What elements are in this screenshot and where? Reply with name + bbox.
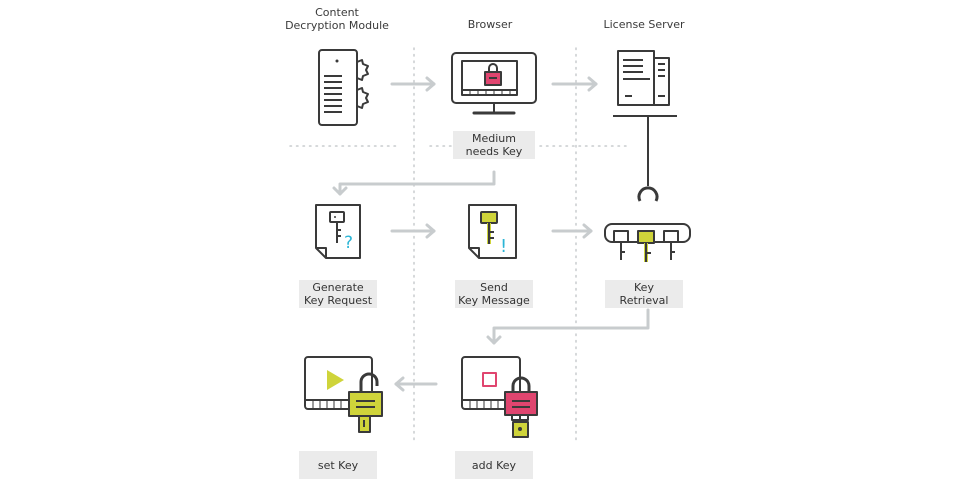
- column-title-cdm: Content Decryption Module: [272, 6, 402, 32]
- arrow-medium-to-generate: [332, 170, 496, 196]
- column-title-browser-line1: Browser: [467, 18, 513, 31]
- tag-medium-needs-key-line1: Medium: [472, 132, 516, 145]
- cdm-server-gears-icon: [318, 49, 369, 126]
- tag-send-key-message: Send Key Message: [455, 280, 533, 308]
- monitor-lock-icon: [451, 52, 537, 115]
- key-message-document-icon: !: [468, 204, 517, 259]
- tag-key-retrieval-line2: Retrieval: [619, 294, 669, 307]
- svg-text:!: !: [500, 236, 507, 257]
- tag-add-key: add Key: [455, 451, 533, 479]
- tag-set-key: set Key: [299, 451, 377, 479]
- column-title-browser: Browser: [440, 18, 540, 31]
- license-server-tower-icon: [613, 50, 677, 202]
- tag-key-retrieval: Key Retrieval: [605, 280, 683, 308]
- arrow-cdm-to-browser: [390, 76, 436, 92]
- arrows: [332, 76, 650, 392]
- arrow-browser-to-license-server: [551, 76, 598, 92]
- tag-generate-key-request-line1: Generate: [312, 281, 364, 294]
- key-request-document-icon: ?: [315, 204, 361, 259]
- tag-set-key-line1: set Key: [317, 458, 359, 472]
- svg-text:?: ?: [344, 233, 353, 253]
- tag-medium-needs-key: Medium needs Key: [453, 131, 535, 159]
- video-pink-lock-icon: [461, 356, 538, 438]
- tag-send-key-message-line2: Key Message: [458, 294, 530, 307]
- column-title-cdm-line2: Decryption Module: [285, 19, 389, 32]
- arrow-send-to-retrieval: [551, 223, 593, 239]
- tag-key-retrieval-line1: Key: [634, 281, 654, 294]
- arrow-retrieval-to-add-key: [486, 308, 650, 345]
- tag-add-key-line1: add Key: [471, 458, 517, 472]
- tag-generate-key-request-line2: Key Request: [303, 294, 373, 307]
- tag-generate-key-request: Generate Key Request: [299, 280, 377, 308]
- dividers: [289, 47, 631, 441]
- video-lime-unlock-icon: [304, 356, 383, 433]
- column-title-license-server: License Server: [594, 18, 694, 31]
- arrow-add-key-to-set-key: [394, 376, 438, 392]
- column-title-license-server-line1: License Server: [603, 18, 685, 31]
- arrow-generate-to-send: [390, 223, 436, 239]
- tag-medium-needs-key-line2: needs Key: [465, 145, 523, 158]
- key-rack-icon: [604, 223, 691, 262]
- column-title-cdm-line1: Content: [315, 6, 359, 19]
- tag-send-key-message-line1: Send: [480, 281, 508, 294]
